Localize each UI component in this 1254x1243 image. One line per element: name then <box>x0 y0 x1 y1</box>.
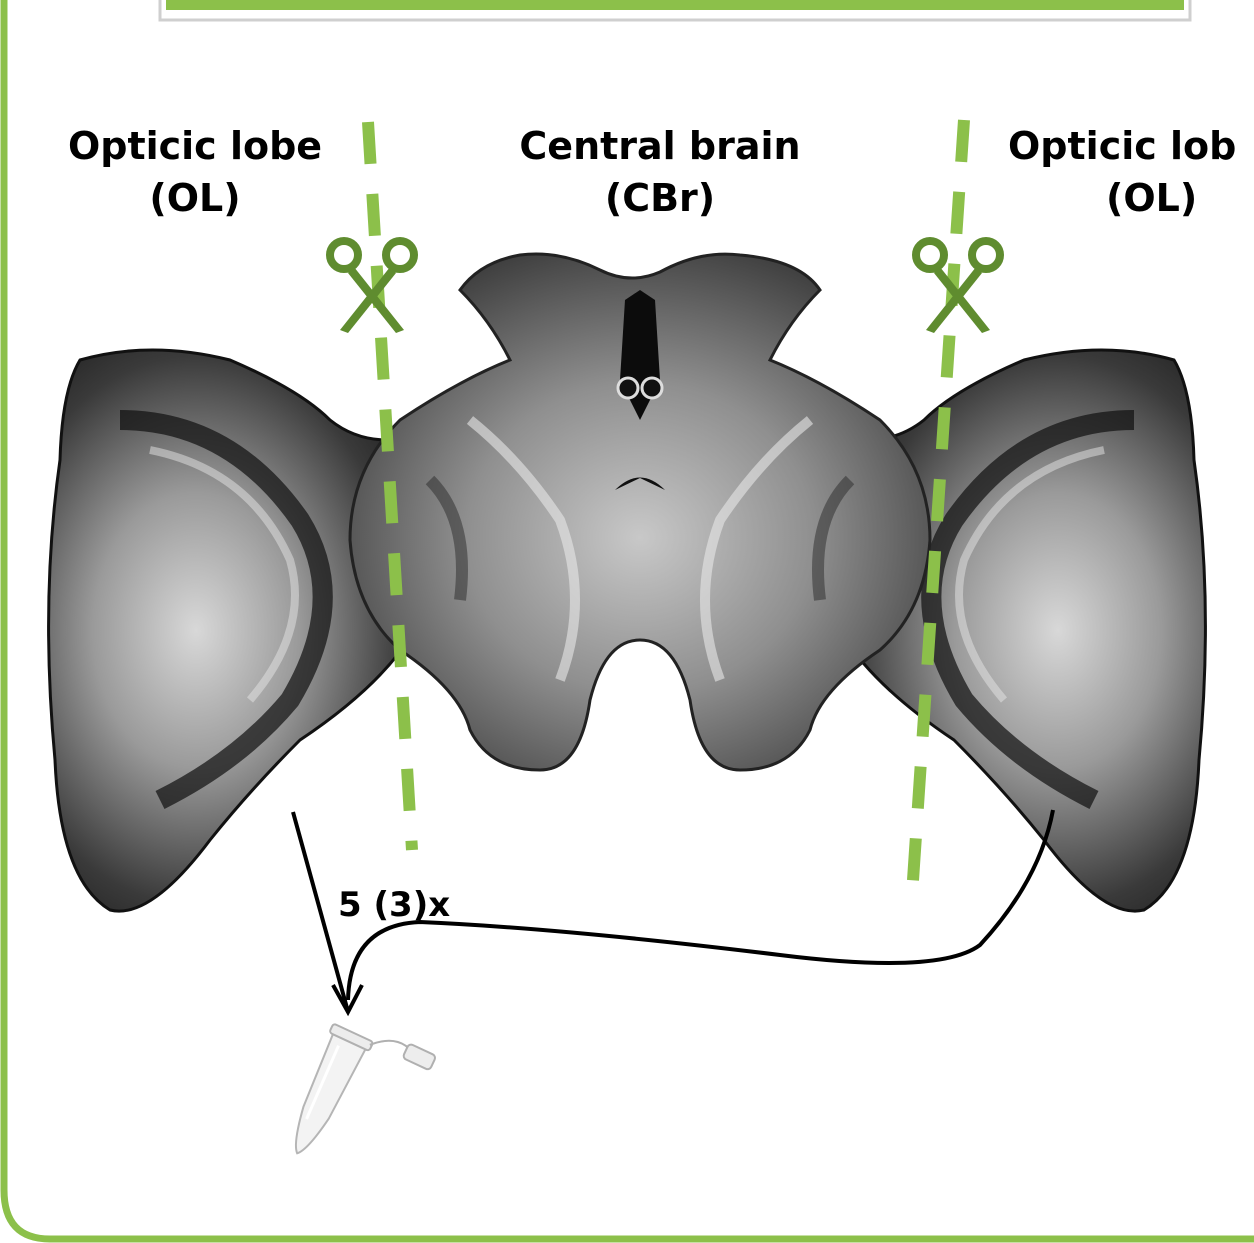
header-box <box>160 0 1190 20</box>
right-lobe-label-line1: Opticic lob <box>1008 120 1254 172</box>
central-brain-label: Central brain (CBr) <box>490 120 830 224</box>
repeat-count-label: 5 (3)x <box>338 885 450 925</box>
central-brain-label-line1: Central brain <box>490 120 830 172</box>
tube-icon <box>277 1011 436 1189</box>
right-lobe-label-line2: (OL) <box>1008 172 1254 224</box>
central-brain <box>350 254 930 770</box>
left-lobe-label-line1: Opticic lobe <box>40 120 350 172</box>
left-lobe-label-line2: (OL) <box>40 172 350 224</box>
central-brain-label-line2: (CBr) <box>490 172 830 224</box>
right-lobe-label: Opticic lob (OL) <box>1008 120 1254 224</box>
left-lobe-label: Opticic lobe (OL) <box>40 120 350 224</box>
